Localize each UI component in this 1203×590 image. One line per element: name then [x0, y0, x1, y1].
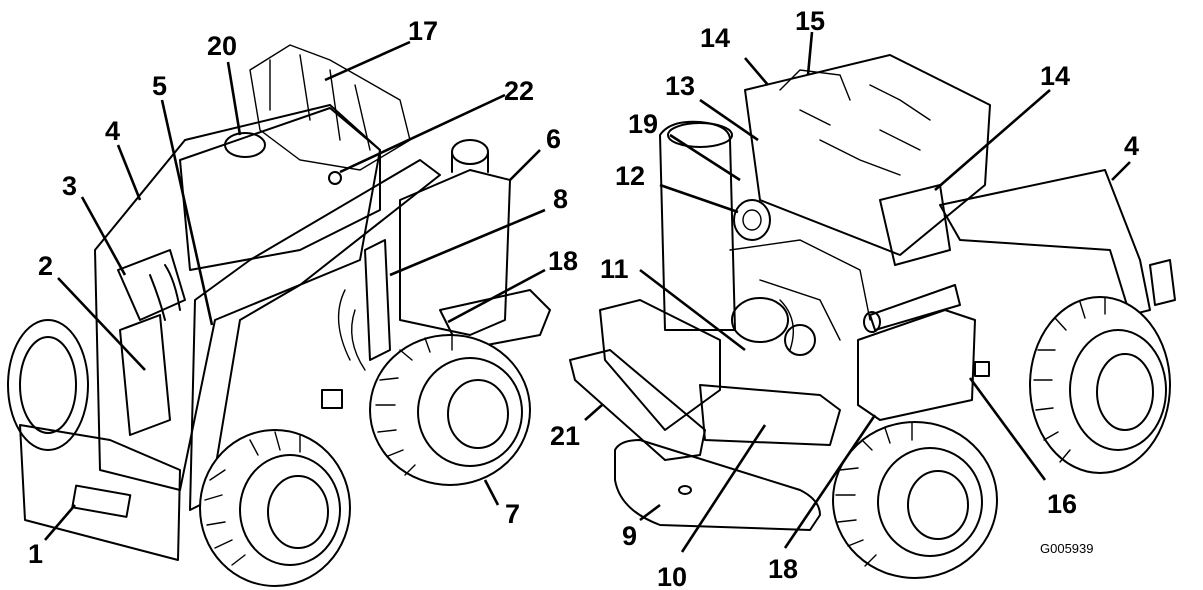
right-view-leader-lines [584, 31, 1131, 553]
left-view-hydraulic-tank [399, 169, 511, 336]
right-view-fan [733, 199, 771, 241]
callout-number: 6 [546, 124, 561, 154]
callout-number: 18 [548, 246, 578, 276]
right-view-operator-plate [699, 384, 841, 446]
right-view-callouts: 14 15 14 13 4 19 12 11 21 16 9 10 18 [550, 6, 1139, 590]
callout-number: 10 [657, 562, 687, 590]
left-view-lift-cylinder [119, 314, 171, 436]
left-view-control-panel [117, 249, 186, 321]
left-view-loader-arm [189, 159, 441, 511]
right-view-battery-box [857, 309, 976, 421]
callout-number: 4 [1124, 131, 1139, 161]
callout-number: 8 [553, 184, 568, 214]
right-view-rear-panel [599, 299, 721, 431]
callout-number: 11 [600, 254, 629, 284]
callout-number: 21 [550, 421, 580, 451]
left-view-tank-cap [451, 139, 489, 165]
callout-number: 12 [615, 161, 645, 191]
right-view-exhaust-shield [879, 184, 951, 266]
callout-number: 7 [505, 499, 520, 529]
callout-number: 18 [768, 554, 798, 584]
left-view-rear-right-wheel [369, 334, 531, 486]
left-view-leader-lines [44, 40, 546, 541]
left-view-engine-hood [179, 107, 381, 271]
callout-number: 14 [700, 23, 730, 53]
left-view-front-wheel [199, 429, 351, 587]
right-view-front-wheel [832, 421, 998, 579]
right-view-base-deck [614, 439, 821, 531]
callout-number: 17 [408, 16, 438, 46]
right-view-loader-arm [939, 169, 1151, 316]
callout-number: 15 [795, 6, 825, 36]
left-view-callouts: 20 17 5 22 4 6 3 8 2 18 7 1 [28, 16, 578, 569]
left-view-rear-left-wheel [7, 319, 89, 451]
callout-number: 19 [628, 109, 658, 139]
callout-number: 22 [504, 76, 534, 106]
callout-number: 4 [105, 116, 120, 146]
right-view-rear-wheel [1029, 296, 1171, 474]
left-view-side-cylinder [364, 239, 391, 361]
callout-number: 9 [622, 521, 637, 551]
left-view-front-plate [19, 424, 181, 561]
callout-number: 16 [1047, 489, 1077, 519]
right-view-rear-cover [569, 349, 706, 461]
right-machine-view [569, 54, 1176, 579]
callout-number: 13 [665, 71, 695, 101]
callout-number: 5 [152, 71, 167, 101]
callout-number: 14 [1040, 61, 1070, 91]
left-machine-view [7, 44, 551, 587]
right-view-engine-block [744, 54, 991, 256]
callout-number: 20 [207, 31, 237, 61]
figure-code: G005939 [1040, 541, 1094, 556]
callout-number: 3 [62, 171, 77, 201]
left-view-fuel-cap [224, 132, 266, 158]
callout-number: 2 [38, 251, 53, 281]
left-view-body [94, 104, 381, 491]
callout-number: 1 [28, 539, 43, 569]
